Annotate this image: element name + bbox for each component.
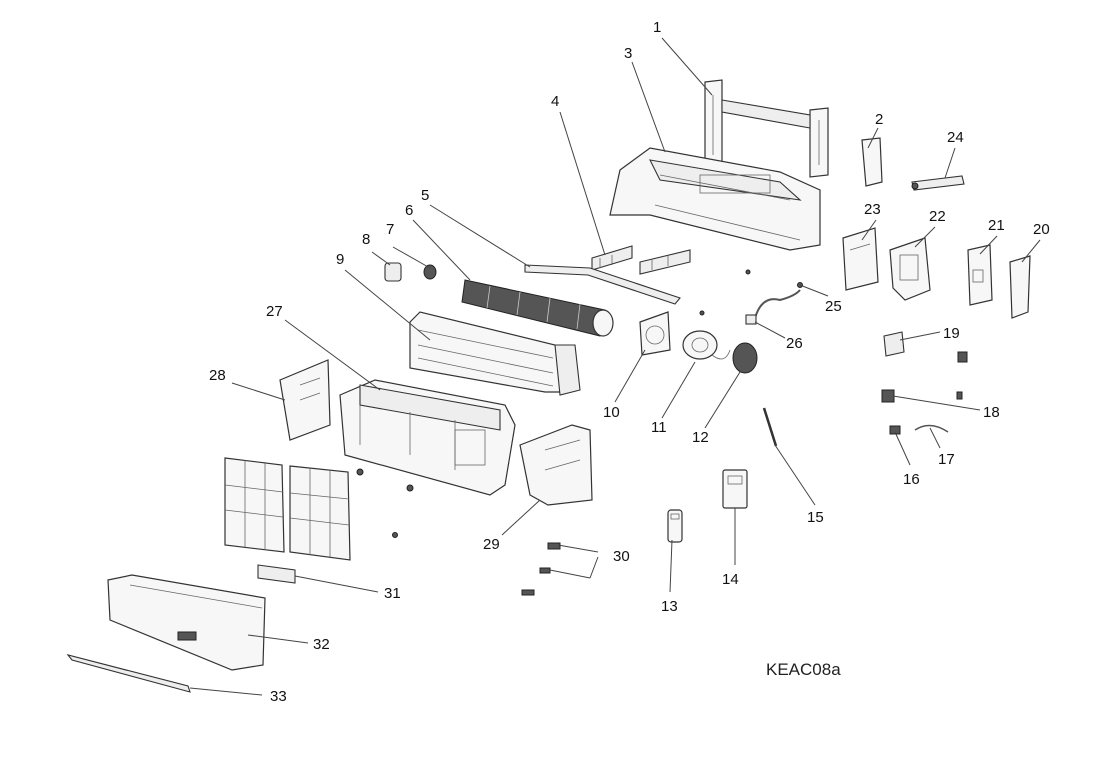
part-16-sensor [889,425,901,435]
label-23: 23 [864,201,881,218]
part-6-crossflow-fan [461,279,614,337]
part-28-left-side-cover [279,359,331,441]
label-22: 22 [929,208,946,225]
part-4-louvers [591,245,691,275]
label-7: 7 [386,221,394,238]
part-19-terminal [883,331,968,363]
part-labels: 1 2 3 4 5 6 7 8 9 10 11 12 13 14 15 16 1… [209,19,1050,705]
label-24: 24 [947,129,964,146]
part-26-pipe [745,289,801,325]
part-12-motor-cover [732,342,758,374]
part-11-fan-motor [682,330,731,360]
part-9-evaporator [409,311,581,396]
label-28: 28 [209,367,226,384]
label-8: 8 [362,231,370,248]
part-3-chassis [609,147,821,251]
label-10: 10 [603,404,620,421]
label-26: 26 [786,335,803,352]
label-3: 3 [624,45,632,62]
air-filters [224,457,351,561]
part-13-remote-controller [667,509,683,543]
label-4: 4 [551,93,559,110]
label-15: 15 [807,509,824,526]
label-13: 13 [661,598,678,615]
label-33: 33 [270,688,287,705]
label-20: 20 [1033,221,1050,238]
label-14: 14 [722,571,739,588]
label-19: 19 [943,325,960,342]
label-16: 16 [903,471,920,488]
leader-lines [189,37,1041,696]
part-24-tube [911,175,965,191]
label-25: 25 [825,298,842,315]
label-2: 2 [875,111,883,128]
part-7-bearing [423,264,437,280]
part-1-mounting-plate [704,79,829,178]
part-15-drain-rod [762,407,778,447]
part-17-wire [914,424,949,433]
part-23-electrical-box-cover [842,227,879,291]
label-5: 5 [421,187,429,204]
part-14-remote-holder [722,469,748,509]
label-29: 29 [483,536,500,553]
part-30-screws [521,542,561,596]
label-27: 27 [266,303,283,320]
diagram-code: KEAC08a [766,660,841,679]
label-17: 17 [938,451,955,468]
part-29-right-side-cover [519,424,593,506]
label-6: 6 [405,202,413,219]
label-32: 32 [313,636,330,653]
part-5-guide-bar [524,264,681,305]
part-27-front-frame [339,379,516,538]
part-31-display-board [257,564,296,584]
part-8-bearing-holder [384,262,402,282]
part-2-bracket [861,137,883,187]
part-32-front-panel [107,574,266,671]
label-21: 21 [988,217,1005,234]
label-30: 30 [613,548,630,565]
part-25-screw [699,269,803,316]
label-18: 18 [983,404,1000,421]
label-9: 9 [336,251,344,268]
part-20-box-cover [1009,255,1031,319]
label-31: 31 [384,585,401,602]
label-11: 11 [651,419,667,436]
part-10-motor-bracket [639,311,671,356]
label-1: 1 [653,19,661,36]
part-21-control-board [967,244,993,306]
part-22-electrical-box [889,237,931,301]
part-33-bottom-strip [66,654,191,693]
label-12: 12 [692,429,709,446]
